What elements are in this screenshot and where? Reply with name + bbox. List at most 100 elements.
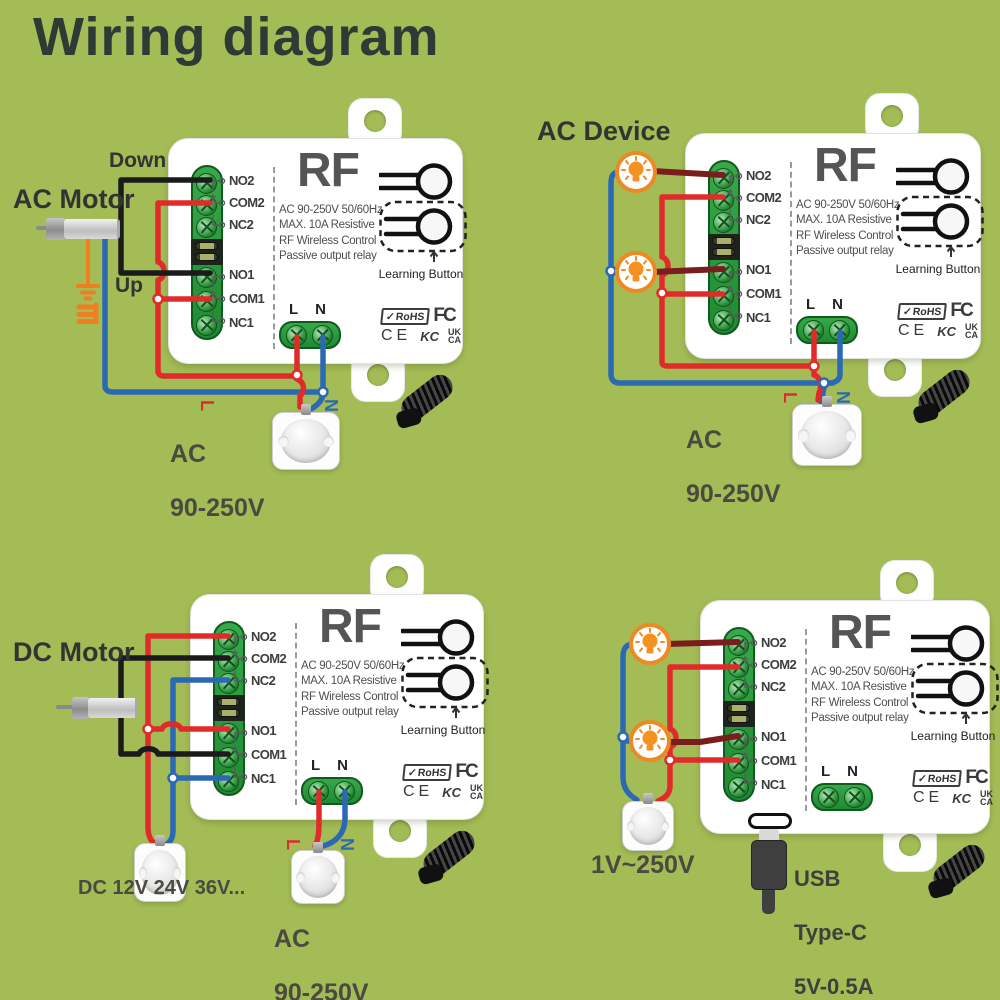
panel-separator — [295, 623, 297, 805]
ac-plug — [291, 842, 345, 904]
page-title: Wiring diagram — [33, 7, 440, 67]
kc-mark: KC — [952, 790, 972, 806]
fcc-mark: FC — [965, 767, 988, 788]
wire-blue-neutral-m1 — [102, 236, 326, 412]
spec-line: AC 90-250V 50/60Hz — [279, 204, 383, 216]
learning-button-icon — [911, 625, 999, 724]
power-plug — [622, 793, 674, 851]
wire-red-m4 — [655, 664, 741, 804]
rf-module-body: RF AC 90-250V 50/60Hz MAX. 10A Resistive… — [190, 594, 489, 820]
rf-module-body: RF AC 90-250V 50/60Hz MAX. 10A Resistive… — [168, 138, 467, 364]
terminal-label-n: N — [832, 296, 844, 313]
terminal-block — [191, 165, 223, 340]
learning-button-label: Learning Button — [895, 262, 981, 276]
plug-pin — [643, 793, 653, 804]
terminal-label-no1: NO1 — [251, 723, 277, 738]
spec-line: AC 90-250V 50/60Hz — [811, 666, 915, 678]
certification-marks: CE KC UK CA — [403, 783, 483, 801]
label-up: Up — [115, 274, 143, 297]
neutral-marker: N — [321, 399, 341, 412]
learning-button-icon — [401, 619, 489, 718]
ukca-mark: UK CA — [448, 326, 462, 345]
terminal-label-com1: COM1 — [229, 291, 265, 306]
relay-contact-symbol — [727, 268, 743, 320]
mounting-hole — [389, 820, 411, 842]
label-ac-motor: AC Motor — [13, 184, 135, 214]
terminal-label-nc1: NC1 — [229, 315, 254, 330]
kc-mark: KC — [420, 328, 440, 344]
learning-button-label: Learning Button — [400, 723, 486, 737]
ce-mark: CE — [381, 327, 412, 344]
learning-button-label: Learning Button — [378, 267, 464, 281]
certification-marks: ✓ RoHS FC — [912, 767, 989, 789]
terminal-label-n: N — [847, 763, 859, 780]
spec-line: MAX. 10A Resistive — [301, 675, 397, 688]
panel-separator — [273, 167, 275, 349]
ce-mark: CE — [403, 783, 434, 800]
terminal-label-com2: COM2 — [251, 651, 287, 666]
kc-mark: KC — [442, 784, 462, 800]
spec-line: Passive output relay — [811, 712, 909, 725]
live-marker: L — [197, 400, 217, 411]
ce-mark: CE — [898, 322, 929, 339]
learning-button-label: Learning Button — [910, 729, 996, 743]
ac-motor-icon — [36, 217, 120, 241]
spec-line: RF Wireless Control — [811, 696, 909, 709]
fuse-slab — [708, 234, 740, 260]
relay-contact-symbol — [727, 172, 743, 224]
terminal-screw — [196, 217, 217, 238]
power-terminal-labels: L N — [821, 763, 858, 780]
terminal-label-no1: NO1 — [746, 262, 772, 277]
wire-red-live-m1 — [155, 200, 307, 410]
plug-face — [277, 418, 335, 464]
mounting-hole — [899, 834, 921, 856]
fuse-slab — [213, 695, 245, 721]
kc-mark: KC — [937, 323, 957, 339]
light-bulb-icon — [629, 720, 671, 762]
module-spec-text: AC 90-250V 50/60Hz MAX. 10A Resistive RF… — [796, 198, 908, 260]
fuse — [195, 242, 218, 250]
light-bulb-icon — [615, 151, 657, 193]
label-ac-supply: AC 90-250V — [686, 426, 781, 508]
neutral-marker: N — [337, 838, 357, 851]
fuse — [727, 715, 750, 723]
spec-line: MAX. 10A Resistive — [811, 681, 907, 694]
label-usb-type-c: USB Type-C 5V-0.5A — [794, 866, 874, 999]
spec-line: Passive output relay — [796, 245, 894, 258]
power-terminal-labels: L N — [806, 296, 843, 313]
terminal-label-l: L — [806, 296, 816, 313]
mounting-hole — [896, 572, 918, 594]
terminal-label-no2: NO2 — [229, 173, 255, 188]
plug-pin — [301, 404, 311, 415]
terminal-label-com2: COM2 — [761, 657, 797, 672]
terminal-label-com2: COM2 — [229, 195, 265, 210]
ukca-mark: UK CA — [980, 788, 994, 807]
plug-pin — [822, 396, 832, 407]
certification-marks: ✓ RoHS FC — [380, 305, 457, 327]
wire-blue-m4 — [620, 641, 640, 803]
terminal-label-n: N — [337, 757, 349, 774]
terminal-screw — [728, 777, 749, 798]
relay-contact-symbol — [742, 639, 758, 691]
rf-module-usb-power: RF AC 90-250V 50/60Hz MAX. 10A Resistive… — [700, 560, 999, 896]
power-terminal-labels: L N — [311, 757, 348, 774]
label-voltage-range: 1V~250V — [591, 851, 695, 879]
terminal-label-no2: NO2 — [746, 168, 772, 183]
mounting-hole — [884, 359, 906, 381]
usb-c-port — [748, 813, 792, 829]
terminal-label-nc2: NC2 — [746, 212, 771, 227]
terminal-screw — [196, 315, 217, 336]
panel-separator — [790, 162, 792, 344]
label-ac-supply: AC 90-250V — [170, 440, 265, 522]
terminal-label-nc2: NC2 — [761, 679, 786, 694]
mounting-hole — [367, 364, 389, 386]
fuse — [727, 704, 750, 712]
relay-contact-symbol — [232, 729, 248, 781]
live-marker: L — [283, 839, 303, 850]
terminal-label-l: L — [821, 763, 831, 780]
module-spec-text: AC 90-250V 50/60Hz MAX. 10A Resistive RF… — [279, 203, 391, 265]
neutral-marker: N — [833, 391, 853, 404]
label-ac-device: AC Device — [537, 116, 671, 146]
